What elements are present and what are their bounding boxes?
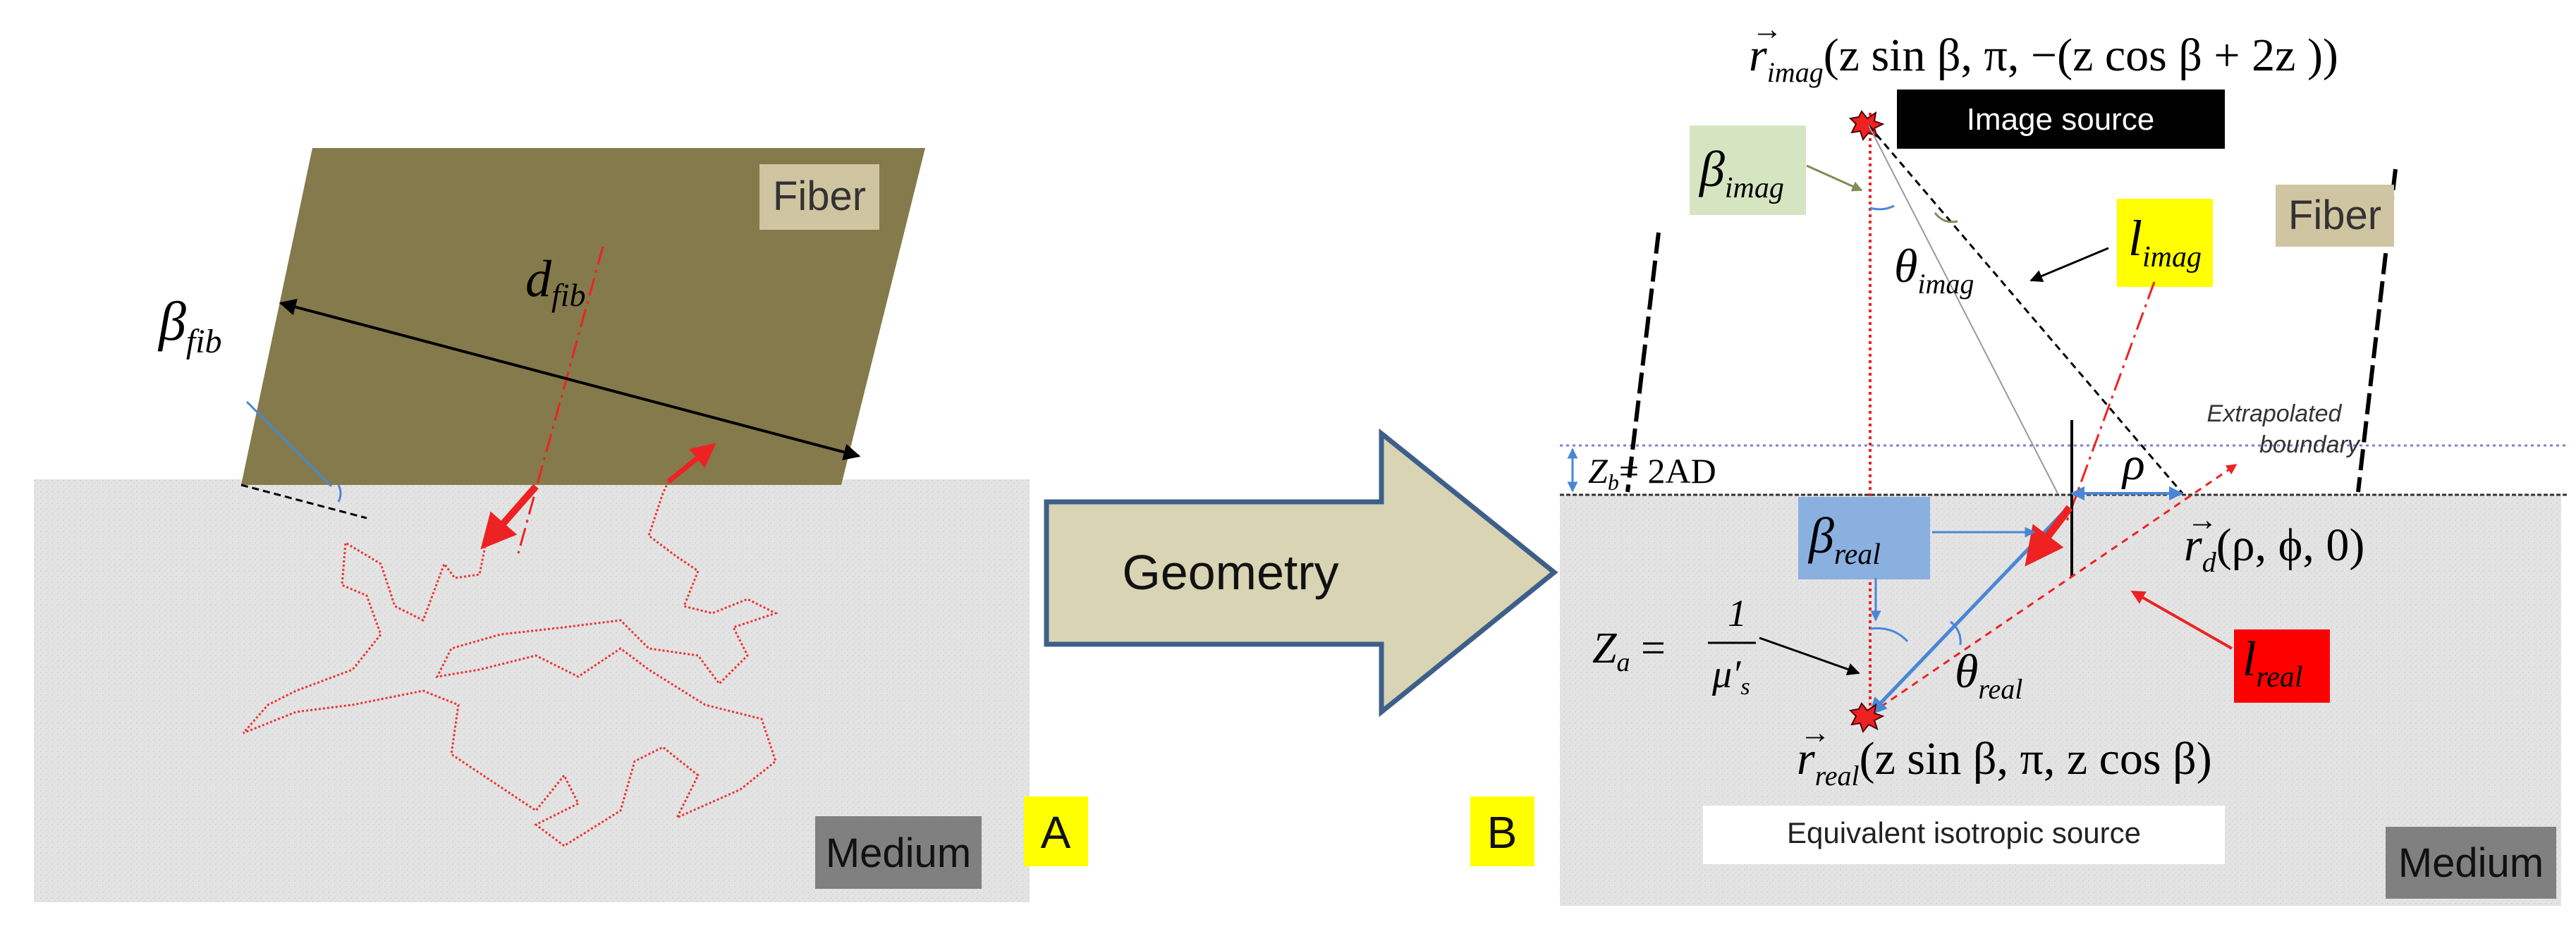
imag-ray-thin	[1868, 125, 2058, 494]
medium-label-b: Medium	[2398, 840, 2544, 886]
fiber-wall-right	[2356, 168, 2398, 493]
beta-imag-pointer	[1806, 164, 1863, 192]
medium-label-box-a	[815, 816, 982, 889]
fiber-label-a: Fiber	[773, 173, 866, 219]
geometry-label: Geometry	[1122, 545, 1338, 600]
beta-fib-label: βfib	[157, 290, 222, 360]
equivalent-source-label: Equivalent isotropic source	[1787, 816, 2141, 849]
theta-real-label: θreal	[1955, 644, 2022, 705]
l-real-label: lreal	[2242, 632, 2303, 694]
extrapolated-boundary-label-1: Extrapolated	[2207, 400, 2343, 427]
geometry-arrow	[1044, 428, 1558, 718]
beta-imag-arc	[1869, 204, 1895, 211]
photon-out-arrow	[666, 443, 716, 484]
d-fib-arrow	[279, 298, 861, 461]
medium-label-a: Medium	[826, 830, 971, 876]
beta-imag-label-box	[1690, 125, 1806, 215]
geometry-arrow-group: Geometry	[1044, 428, 1558, 718]
image-source-star	[1848, 110, 1885, 142]
beta-fib-extension	[240, 484, 367, 519]
theta-imag-arc	[1934, 212, 1958, 223]
rho-label: ρ	[2121, 438, 2145, 490]
imag-ray-dashed	[1867, 125, 2184, 494]
l-real-ray	[1869, 464, 2238, 715]
za-label: Za =	[1592, 625, 1666, 677]
beta-real-label-box	[1798, 497, 1930, 579]
r-real-formula: rreal(z sin β, π, z cos β)	[1797, 733, 2212, 792]
l-imag-label: limag	[2128, 210, 2202, 273]
beta-real-arc	[1869, 627, 1909, 643]
za-numerator: 1	[1728, 592, 1747, 634]
r-d-vec: →	[2187, 503, 2218, 537]
beta-imag-label: βimag	[1698, 141, 1784, 204]
r-imag-formula: rimag(z sin β, π, −(z cos β + 2z ))	[1749, 30, 2338, 88]
za-pointer	[1759, 636, 1860, 676]
d-fib-label: dfib	[525, 250, 586, 313]
panel-letter-a: A	[1041, 807, 1071, 858]
equivalent-source-label-box	[1703, 806, 2225, 864]
fiber-label-box-a	[759, 164, 879, 230]
medium-label-box-b	[2386, 827, 2556, 899]
theta-imag-label: θimag	[1894, 239, 1974, 300]
r-real-vec: →	[1800, 715, 1831, 750]
l-imag-pointer	[2029, 247, 2109, 283]
panel-letter-box-b	[1470, 796, 1534, 866]
real-source-star	[1848, 702, 1885, 734]
panel-a: Fiber dfib βfib Medium A	[34, 148, 1088, 902]
fiber-label-b: Fiber	[2288, 192, 2381, 238]
theta-real-arc	[1950, 620, 1962, 646]
photon-in-arrow	[480, 484, 539, 550]
image-source-label: Image source	[1967, 102, 2155, 137]
zb-label: Zb= 2AD	[1588, 451, 1716, 495]
fiber-label-box-b	[2276, 185, 2394, 247]
fiber-axis-a	[517, 246, 604, 554]
panel-letter-b: B	[1487, 807, 1518, 858]
random-walk-path	[242, 481, 779, 847]
l-real-pointer	[2130, 591, 2233, 650]
extrapolated-boundary-label-2: boundary	[2259, 431, 2361, 458]
fiber-wall-left	[1625, 232, 1661, 493]
real-photon-arrow	[2025, 505, 2073, 567]
beta-real-label: βreal	[1807, 507, 1881, 571]
panel-letter-box-a	[1024, 796, 1088, 866]
beta-fib-arc	[337, 484, 342, 503]
image-source-label-box	[1897, 90, 2225, 149]
panel-b: Extrapolated boundary Zb= 2AD Fiber Imag…	[1470, 12, 2567, 906]
l-imag-label-box	[2117, 199, 2213, 287]
l-real-label-box	[2234, 629, 2330, 703]
beta-fib-pointer	[245, 400, 333, 488]
r-imag-vec: →	[1752, 12, 1783, 47]
fiber-axis-b	[2065, 281, 2156, 524]
r-d-formula: rd(ρ, ϕ, 0)	[2184, 519, 2364, 578]
